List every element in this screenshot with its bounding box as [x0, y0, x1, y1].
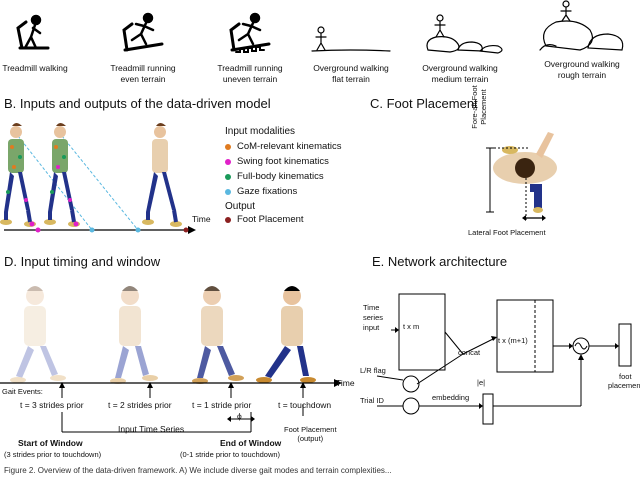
foot-placement-output: foot placement: [608, 372, 640, 390]
end-window-sub: (0-1 stride prior to touchdown): [180, 450, 281, 459]
legend-item-label: Foot Placement: [237, 214, 304, 225]
condition-label-line2: even terrain: [120, 74, 166, 84]
time-series-input-line: Time: [363, 303, 380, 312]
condition-label-overground-medium: Overground walking medium terrain: [405, 63, 515, 85]
walker-2: [44, 123, 80, 227]
legend-item-label: Full-body kinematics: [237, 171, 324, 182]
section-c-diagram: [486, 132, 557, 222]
box2-label: t x (m+1): [498, 336, 528, 345]
legend-item-com: CoM-relevant kinematics: [225, 139, 342, 154]
treadmill-running-uneven-icon: [229, 12, 271, 53]
condition-label-overground-rough: Overground walking rough terrain: [527, 59, 637, 81]
output-label-line1: Foot Placement: [284, 425, 337, 434]
e-label: |e|: [477, 378, 486, 387]
condition-label-line2: rough terrain: [557, 70, 607, 80]
section-b-title: B. Inputs and outputs of the data-driven…: [4, 96, 271, 111]
event-3-strides: t = 3 strides prior: [20, 400, 84, 410]
end-window-label: End of Window: [220, 438, 282, 448]
condition-label-line1: Overground walking: [422, 63, 498, 73]
event-1-stride: t = 1 stride prior: [192, 400, 252, 410]
condition-label-treadmill-walking: Treadmill walking: [0, 63, 90, 74]
legend-item-label: CoM-relevant kinematics: [237, 141, 342, 152]
condition-label-line2: uneven terrain: [222, 74, 278, 84]
overground-medium-icon: [426, 14, 503, 54]
lateral-label: Lateral Foot Placement: [468, 228, 546, 237]
condition-label-line2: medium terrain: [431, 74, 489, 84]
box1-label: t x m: [403, 322, 420, 331]
time-series-input-line: input: [363, 323, 380, 332]
output-label: Foot Placement (output): [284, 425, 337, 443]
timing-walker-1: [10, 286, 66, 383]
section-d-title: D. Input timing and window: [4, 254, 161, 269]
condition-label-line1: Overground walking: [313, 63, 389, 73]
legend-dot-icon: [225, 173, 231, 180]
condition-label-line2: flat terrain: [332, 74, 370, 84]
fore-aft-label: Fore-aft Foot Placement: [470, 85, 488, 129]
treadmill-running-even-icon: [122, 12, 164, 52]
section-e-title: E. Network architecture: [372, 254, 508, 269]
condition-label-overground-flat: Overground walking flat terrain: [296, 63, 406, 85]
section-d-diagram: [0, 286, 342, 433]
overground-flat-icon: [311, 26, 391, 52]
legend-item-label: Gaze fixations: [237, 186, 298, 197]
legend-dot-icon: [225, 188, 231, 195]
condition-label-line1: Treadmill running: [217, 63, 283, 73]
condition-label-line1: Treadmill walking: [2, 63, 68, 73]
foot-placement-line1: foot: [619, 372, 632, 381]
legend-item-gaze: Gaze fixations: [225, 184, 342, 199]
section-b-diagram: [0, 123, 196, 234]
output-label-line2: (output): [297, 434, 324, 443]
condition-label-line1: Overground walking: [544, 59, 620, 69]
condition-icons: [16, 0, 624, 54]
legend-input-heading: Input modalities: [225, 126, 296, 137]
lr-flag-label: L/R flag: [360, 366, 386, 375]
legend-dot-icon: [225, 158, 231, 165]
legend-item-label: Swing foot kinematics: [237, 156, 329, 167]
legend-dot-icon: [225, 216, 231, 223]
legend-dot-icon: [225, 143, 231, 150]
time-series-input-line: series: [363, 313, 384, 322]
network-diagram: [376, 293, 632, 425]
phi-label: ϕ: [237, 411, 242, 421]
section-b-time-label: Time: [192, 214, 211, 224]
legend-item-swing-foot: Swing foot kinematics: [225, 154, 342, 169]
timing-walker-3: [192, 286, 244, 384]
foot-placement-line2: placement: [608, 381, 640, 390]
trial-id-label: Trial ID: [360, 396, 384, 405]
time-series-input-label: Time series input: [363, 303, 383, 333]
figure-caption: Figure 2. Overview of the data-driven fr…: [4, 466, 392, 475]
event-2-strides: t = 2 strides prior: [108, 400, 172, 410]
start-window-label: Start of Window: [18, 438, 83, 448]
walker-1: [0, 123, 36, 227]
concat-label: concat: [458, 348, 481, 357]
start-window-sub: (3 strides prior to touchdown): [4, 450, 102, 459]
section-b-legend: Input modalities CoM-relevant kinematics…: [225, 126, 342, 227]
timing-time-label: Time: [336, 378, 355, 388]
condition-label-line1: Treadmill running: [110, 63, 176, 73]
legend-item-foot-placement: Foot Placement: [225, 212, 342, 227]
embedding-label: embedding: [432, 393, 470, 402]
walker-3: [142, 123, 182, 227]
section-c-title: C. Foot Placement: [370, 96, 478, 111]
condition-label-treadmill-running-even: Treadmill running even terrain: [88, 63, 198, 85]
legend-output-heading: Output: [225, 201, 256, 212]
condition-label-treadmill-running-uneven: Treadmill running uneven terrain: [195, 63, 305, 85]
legend-item-full-body: Full-body kinematics: [225, 169, 342, 184]
input-series-label: Input Time Series: [118, 424, 185, 434]
timing-walker-2: [110, 286, 158, 384]
treadmill-walking-icon: [16, 14, 50, 50]
overground-rough-icon: [539, 0, 624, 51]
event-touchdown: t = touchdown: [278, 400, 332, 410]
gait-events-label: Gait Events:: [2, 387, 43, 396]
timing-walker-4: [256, 286, 316, 383]
